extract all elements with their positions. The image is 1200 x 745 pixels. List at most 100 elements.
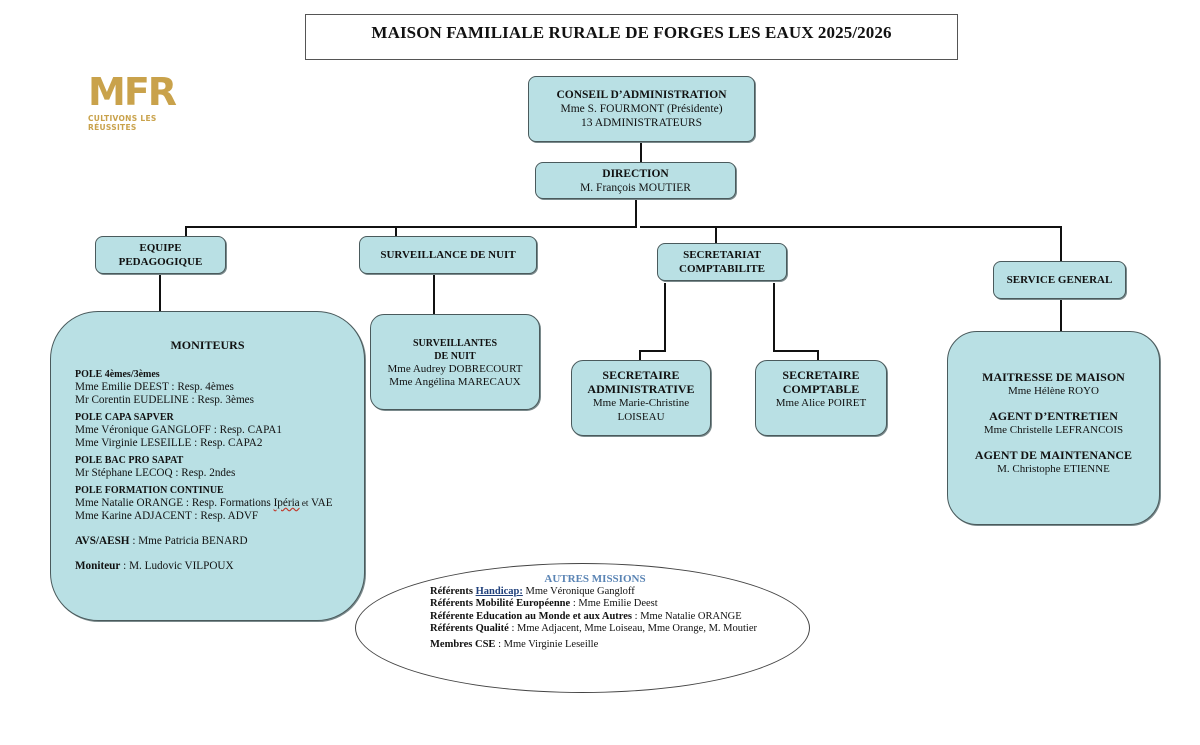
direction-name: M. François MOUTIER <box>580 182 691 194</box>
mission-value: Mme Véronique Gangloff <box>522 585 635 597</box>
conseil-title: CONSEIL D’ADMINISTRATION <box>556 89 727 101</box>
pole-member: Mr Stéphane LECOQ : Resp. 2ndes <box>75 467 236 479</box>
connector <box>185 226 187 237</box>
staff-entry: AGENT DE MAINTENANCE M. Christophe ETIEN… <box>948 448 1159 476</box>
staff-entry: MAITRESSE DE MAISON Mme Hélène ROYO <box>948 370 1159 398</box>
pole-name: POLE BAC PRO SAPAT <box>75 455 184 466</box>
mission-label: Référents <box>430 585 476 597</box>
pole-member: Mme Emilie DEEST : Resp. 4èmes <box>75 381 234 393</box>
service-title: SERVICE GENERAL <box>1006 274 1113 286</box>
pole-group: POLE BAC PRO SAPAT Mr Stéphane LECOQ : R… <box>75 454 364 480</box>
secretariat-line2: COMPTABILITE <box>679 263 765 275</box>
pole-name: POLE 4èmes/3èmes <box>75 369 160 380</box>
moniteurs-box: MONITEURS POLE 4èmes/3èmes Mme Emilie DE… <box>50 311 365 621</box>
staff-role: AGENT D’ENTRETIEN <box>989 409 1118 423</box>
connector <box>1060 298 1062 331</box>
connector <box>817 350 819 361</box>
mission-label: Référents Mobilité Européenne <box>430 598 571 609</box>
connector <box>715 226 717 243</box>
staff-role: AGENT DE MAINTENANCE <box>974 448 1133 462</box>
logo-tagline: CULTIVONS LES RÉUSSITES <box>88 114 157 132</box>
secretariat-comptabilite-box: SECRETARIAT COMPTABILITE <box>657 243 787 281</box>
connector <box>639 350 666 352</box>
surveillantes-line2: DE NUIT <box>434 351 476 362</box>
mission-value: : Mme Virginie Leseille <box>495 638 599 650</box>
moniteur-value: : M. Ludovic VILPOUX <box>120 560 234 572</box>
conseil-count: 13 ADMINISTRATEURS <box>580 117 703 129</box>
mission-item: Référents Mobilité Européenne : Mme Emil… <box>430 598 810 611</box>
moniteurs-title: MONITEURS <box>170 338 245 352</box>
conseil-president: Mme S. FOURMONT (Présidente) <box>560 103 723 115</box>
sec-admin-name: LOISEAU <box>617 411 665 423</box>
equipe-line2: PEDAGOGIQUE <box>118 256 203 268</box>
sec-admin-name: Mme Marie-Christine <box>592 397 690 409</box>
connector <box>640 226 1062 228</box>
connector <box>640 142 642 162</box>
spellcheck-word: Ipéria <box>273 497 300 509</box>
connector <box>1060 226 1062 262</box>
surveillantes-box: SURVEILLANTES DE NUIT Mme Audrey DOBRECO… <box>370 314 540 410</box>
member-text: et <box>299 498 309 508</box>
mission-value: : Mme Adjacent, Mme Loiseau, Mme Orange,… <box>508 623 757 634</box>
connector <box>635 198 637 227</box>
mission-item: Membres CSE : Mme Virginie Leseille <box>430 639 810 652</box>
sec-admin-line2: ADMINISTRATIVE <box>587 382 695 396</box>
member-text: VAE <box>308 497 333 509</box>
staff-name: Mme Christelle LEFRANCOIS <box>983 424 1124 436</box>
avs-value: : Mme Patricia BENARD <box>129 535 248 547</box>
connector <box>395 226 397 237</box>
sec-admin-line1: SECRETAIRE <box>602 368 680 382</box>
secretaire-administrative-box: SECRETAIRE ADMINISTRATIVE Mme Marie-Chri… <box>571 360 711 436</box>
mission-label-underlined: Handicap: <box>475 585 523 597</box>
mission-item: Référents Qualité : Mme Adjacent, Mme Lo… <box>430 623 810 636</box>
logo-mark: MFR <box>88 70 177 114</box>
secretaire-comptable-box: SECRETAIRE COMPTABLE Mme Alice POIRET <box>755 360 887 436</box>
service-general-box: SERVICE GENERAL <box>993 261 1126 299</box>
direction-title: DIRECTION <box>602 168 669 180</box>
equipe-pedagogique-box: EQUIPE PEDAGOGIQUE <box>95 236 226 274</box>
connector <box>773 283 775 351</box>
moniteur-row: Moniteur : M. Ludovic VILPOUX <box>75 560 364 573</box>
surveillante-name: Mme Angélina MARECAUX <box>389 376 521 388</box>
pole-group: POLE 4èmes/3èmes Mme Emilie DEEST : Resp… <box>75 368 364 407</box>
avs-row: AVS/AESH : Mme Patricia BENARD <box>75 535 364 548</box>
mission-item: Référents Handicap: Mme Véronique Ganglo… <box>430 586 810 599</box>
avs-label: AVS/AESH <box>75 535 130 547</box>
pole-member: Mr Corentin EUDELINE : Resp. 3èmes <box>75 394 254 406</box>
secretariat-line1: SECRETARIAT <box>683 249 761 261</box>
pole-group: POLE CAPA SAPVER Mme Véronique GANGLOFF … <box>75 411 364 450</box>
mission-value: : Mme Emilie Deest <box>570 598 658 609</box>
autres-missions-ellipse <box>355 563 810 693</box>
surveillance-title: SURVEILLANCE DE NUIT <box>380 249 516 261</box>
member-text: Mme Natalie ORANGE : Resp. Formations <box>75 497 274 509</box>
staff-name: M. Christophe ETIENNE <box>997 463 1110 475</box>
staff-entry: AGENT D’ENTRETIEN Mme Christelle LEFRANC… <box>948 409 1159 437</box>
sec-compta-line2: COMPTABLE <box>782 382 860 396</box>
staff-role: MAITRESSE DE MAISON <box>982 370 1125 384</box>
equipe-line1: EQUIPE <box>139 242 182 254</box>
pole-name: POLE FORMATION CONTINUE <box>75 485 224 496</box>
connector <box>185 226 637 228</box>
surveillance-nuit-box: SURVEILLANCE DE NUIT <box>359 236 537 274</box>
connector <box>639 350 641 361</box>
moniteur-label: Moniteur <box>75 560 121 572</box>
pole-member: Mme Véronique GANGLOFF : Resp. CAPA1 <box>75 424 282 436</box>
connector <box>773 350 819 352</box>
conseil-administration-box: CONSEIL D’ADMINISTRATION Mme S. FOURMONT… <box>528 76 755 142</box>
autres-missions: AUTRES MISSIONS Référents Handicap: Mme … <box>430 573 810 651</box>
service-general-staff-box: MAITRESSE DE MAISON Mme Hélène ROYO AGEN… <box>947 331 1160 525</box>
staff-name: Mme Hélène ROYO <box>1007 385 1100 397</box>
mission-item: Référente Education au Monde et aux Autr… <box>430 611 810 624</box>
mission-label: Référents Qualité <box>430 623 509 634</box>
connector <box>433 273 435 315</box>
pole-member: Mme Natalie ORANGE : Resp. Formations Ip… <box>75 497 364 510</box>
surveillantes-line1: SURVEILLANTES <box>412 338 498 349</box>
page-title: MAISON FAMILIALE RURALE DE FORGES LES EA… <box>305 14 958 60</box>
direction-box: DIRECTION M. François MOUTIER <box>535 162 736 199</box>
connector <box>159 273 161 312</box>
mfr-logo: MFR CULTIVONS LES RÉUSSITES <box>88 72 208 132</box>
pole-name: POLE CAPA SAPVER <box>75 412 174 423</box>
pole-member: Mme Karine ADJACENT : Resp. ADVF <box>75 510 259 522</box>
sec-compta-name: Mme Alice POIRET <box>775 397 867 409</box>
pole-member: Mme Virginie LESEILLE : Resp. CAPA2 <box>75 437 263 449</box>
